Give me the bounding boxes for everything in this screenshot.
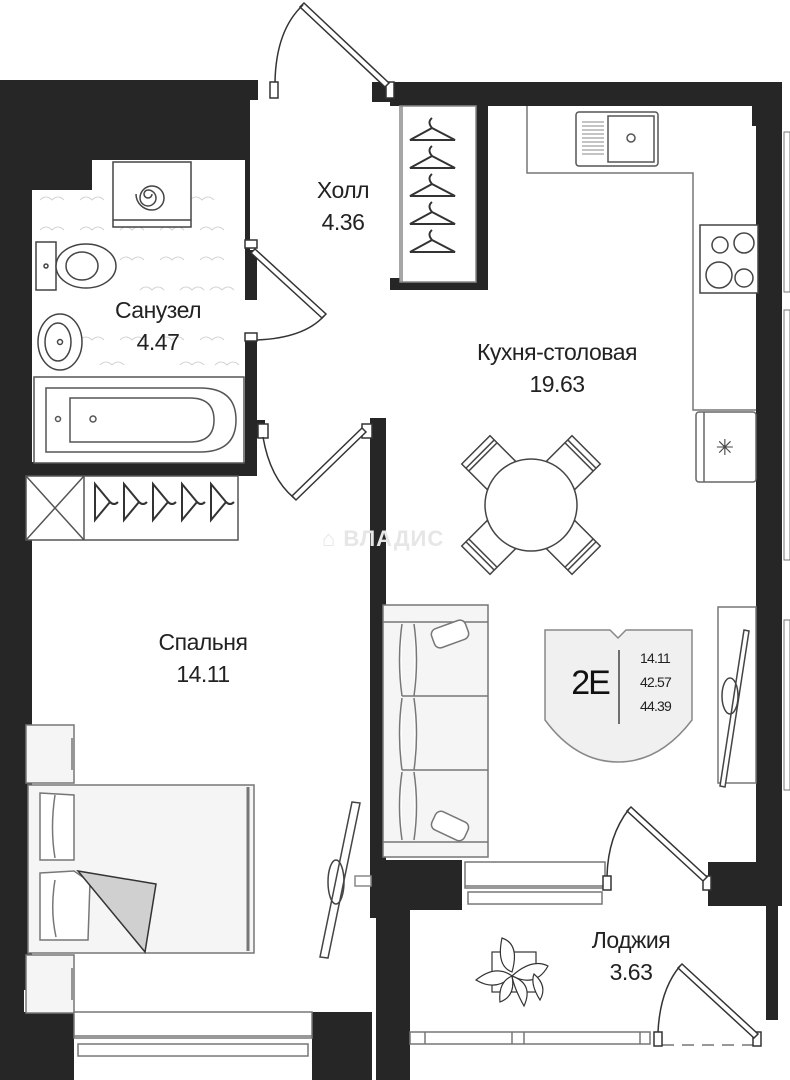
room-label-kitchen: Кухня-столовая 19.63 xyxy=(432,336,682,400)
room-area: 14.11 xyxy=(176,661,230,687)
room-label-bedroom: Спальня 14.11 xyxy=(128,626,278,690)
watermark-home-icon: ⌂ xyxy=(322,526,344,551)
total-area-loggia-value: 44.39 xyxy=(640,698,672,714)
tv-unit-kitchen xyxy=(717,606,757,788)
window-right xyxy=(783,131,790,791)
sofa xyxy=(382,604,489,858)
closet-hangers-bedroom xyxy=(94,481,235,523)
room-area: 19.63 xyxy=(529,371,585,397)
hall-closet xyxy=(399,105,477,283)
toilet xyxy=(35,241,117,291)
washing-machine xyxy=(112,161,192,228)
living-area-value: 14.11 xyxy=(640,650,671,666)
fridge xyxy=(695,411,757,483)
doors xyxy=(244,1,762,1047)
window-bedroom xyxy=(73,1011,313,1057)
unit-areas: 14.11 42.57 44.39 xyxy=(640,646,672,718)
room-label-bathroom: Санузел 4.47 xyxy=(88,294,228,358)
loggia-glazing xyxy=(409,1031,651,1045)
room-area: 4.47 xyxy=(136,329,180,355)
kitchen-sink xyxy=(575,111,659,167)
room-area: 4.36 xyxy=(321,209,365,235)
snowflake-icon: ✳ xyxy=(716,436,734,461)
unit-code: 2E xyxy=(571,664,611,702)
room-name: Кухня-столовая xyxy=(477,339,637,365)
plant-icon xyxy=(474,937,549,1008)
window-kitchen xyxy=(464,861,606,905)
tv-unit-bedroom xyxy=(319,801,372,959)
dining-table xyxy=(460,434,602,576)
total-area-value: 42.57 xyxy=(640,674,672,690)
stove-icon xyxy=(699,224,759,294)
room-name: Спальня xyxy=(158,629,248,655)
room-name: Лоджия xyxy=(591,927,671,953)
closet-hangers-hall xyxy=(409,117,456,253)
room-label-loggia: Лоджия 3.63 xyxy=(566,924,696,988)
room-name: Санузел xyxy=(114,297,202,323)
nightstand-top xyxy=(25,724,75,784)
bedroom-closet xyxy=(25,475,239,541)
bathtub xyxy=(33,376,245,464)
room-name: Холл xyxy=(316,177,370,203)
sink xyxy=(37,313,83,371)
nightstand-bottom xyxy=(25,954,75,1014)
room-label-hall: Холл 4.36 xyxy=(298,174,388,238)
watermark: ⌂ ВЛАДИС xyxy=(322,526,445,551)
bed xyxy=(27,784,255,954)
walls xyxy=(0,80,782,1080)
room-area: 3.63 xyxy=(609,959,653,985)
kitchen-counter xyxy=(526,106,756,411)
tile-pattern xyxy=(39,196,240,366)
